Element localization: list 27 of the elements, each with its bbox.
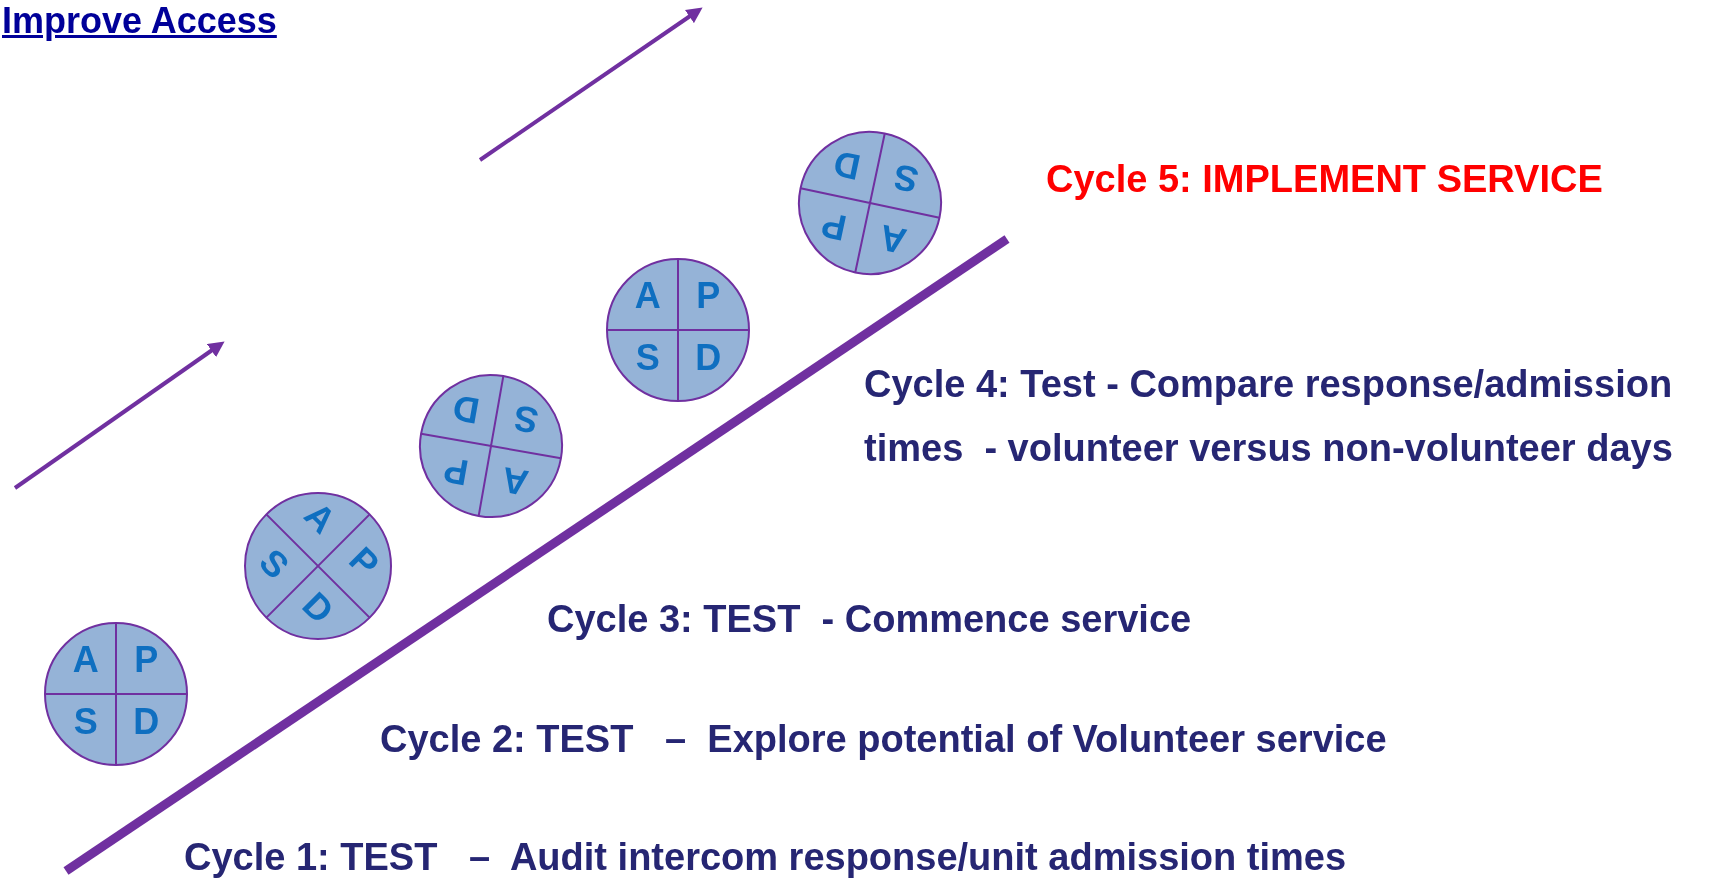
quadrant-letter: D: [828, 143, 865, 187]
pdsa-wheel: [44, 622, 188, 766]
quadrant-letter: S: [509, 398, 543, 441]
quadrant-letter: A: [71, 641, 100, 678]
quadrant-letter: P: [439, 449, 472, 492]
quadrant-letter: A: [633, 277, 662, 314]
cycle-label: Cycle 3: TEST - Commence service: [547, 598, 1192, 641]
pdsa-wheel: [419, 374, 563, 518]
quadrant-letter: A: [874, 217, 911, 261]
quadrant-letter: S: [634, 340, 661, 377]
title: Improve Access: [2, 0, 277, 42]
pdsa-wheel: [244, 492, 392, 640]
quadrant-letter: D: [449, 387, 484, 431]
quadrant-letter: P: [133, 641, 160, 678]
quadrant-letter: S: [72, 704, 99, 741]
quadrant-letter: D: [132, 704, 161, 741]
cycle-label: Cycle 4: Test - Compare response/admission times - volunteer versus non-volunteer days: [864, 362, 1674, 471]
quadrant-letter: D: [694, 340, 723, 377]
quadrant-letter: S: [888, 155, 923, 200]
pdsa-wheel: [798, 131, 942, 275]
cycle-label: Cycle 5: IMPLEMENT SERVICE: [1046, 158, 1603, 201]
quadrant-letter: A: [497, 459, 533, 503]
quadrant-letter: P: [816, 204, 851, 249]
cycle-label: Cycle 2: TEST – Explore potential of Volunteer service: [380, 718, 1387, 761]
quadrant-letter: P: [695, 277, 722, 314]
pdsa-wheel: [606, 258, 750, 402]
cycle-label: Cycle 1: TEST – Audit intercom response/unit admission times: [184, 836, 1347, 879]
